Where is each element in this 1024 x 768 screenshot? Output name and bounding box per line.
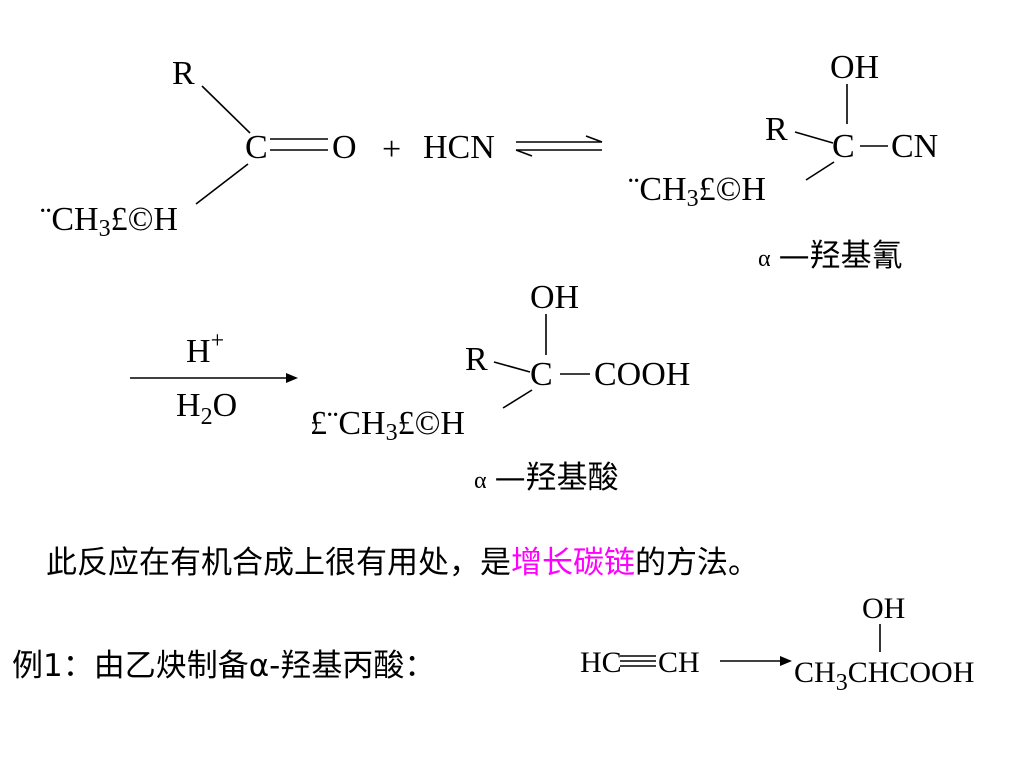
product2-r-bond xyxy=(493,361,531,373)
product2-h-label: £¨CH3£©H xyxy=(310,405,465,446)
equilibrium-reverse-head xyxy=(515,149,533,157)
product-hydroxynitrile: OH R C CN ¨CH3£©H xyxy=(628,49,938,212)
reactant-aldehyde: R C O ¨CH3£©H xyxy=(40,55,357,242)
example-reaction: HC CH OH CH3CHCOOH xyxy=(580,592,974,696)
example-product-oh: OH xyxy=(862,592,905,625)
product2-r-label: R xyxy=(465,341,488,378)
reactant-oxygen-label: O xyxy=(332,129,357,166)
product2-name: α—羟基酸 xyxy=(474,460,619,496)
example-label: 例1：由乙炔制备α-羟基丙酸： xyxy=(12,648,435,684)
reactant-carbon-label: C xyxy=(245,129,268,166)
note-highlight: 增长碳链 xyxy=(511,545,635,581)
product-hydroxyacid: OH R C COOH £¨CH3£©H xyxy=(310,279,690,446)
equilibrium-forward-head xyxy=(585,135,603,143)
product2-h-bond xyxy=(502,389,533,409)
reactant-r-label: R xyxy=(172,55,195,92)
product2-carbon-label: C xyxy=(530,356,553,393)
reactant-h-label: ¨CH3£©H xyxy=(40,201,178,242)
condition-acid: H+ xyxy=(186,328,224,370)
example-product: CH3CHCOOH xyxy=(794,656,974,696)
product1-name: α—羟基氰 xyxy=(758,238,903,274)
acetylene-left: HC xyxy=(580,646,622,679)
condition-water: H2O xyxy=(176,387,237,430)
product2-oh-label: OH xyxy=(530,279,579,316)
product1-r-bond xyxy=(794,131,834,144)
product1-cn-label: CN xyxy=(891,128,938,165)
product1-h-label: ¨CH3£©H xyxy=(628,171,766,212)
hcn-reagent: HCN xyxy=(423,129,495,166)
acetylene-right: CH xyxy=(658,646,700,679)
plus-sign: + xyxy=(382,131,401,168)
equilibrium-arrow xyxy=(515,135,603,157)
reactant-r-bond xyxy=(201,85,251,134)
product1-r-label: R xyxy=(765,111,788,148)
hydrolysis-conditions: H+ H2O xyxy=(130,328,298,430)
product1-oh-label: OH xyxy=(830,49,879,86)
synthesis-note: 此反应在有机合成上很有用处，是增长碳链的方法。 xyxy=(46,545,759,581)
reactant-h-bond xyxy=(195,163,249,205)
product1-carbon-label: C xyxy=(832,128,855,165)
product1-h-bond xyxy=(805,161,835,181)
product2-cooh-label: COOH xyxy=(594,356,690,393)
